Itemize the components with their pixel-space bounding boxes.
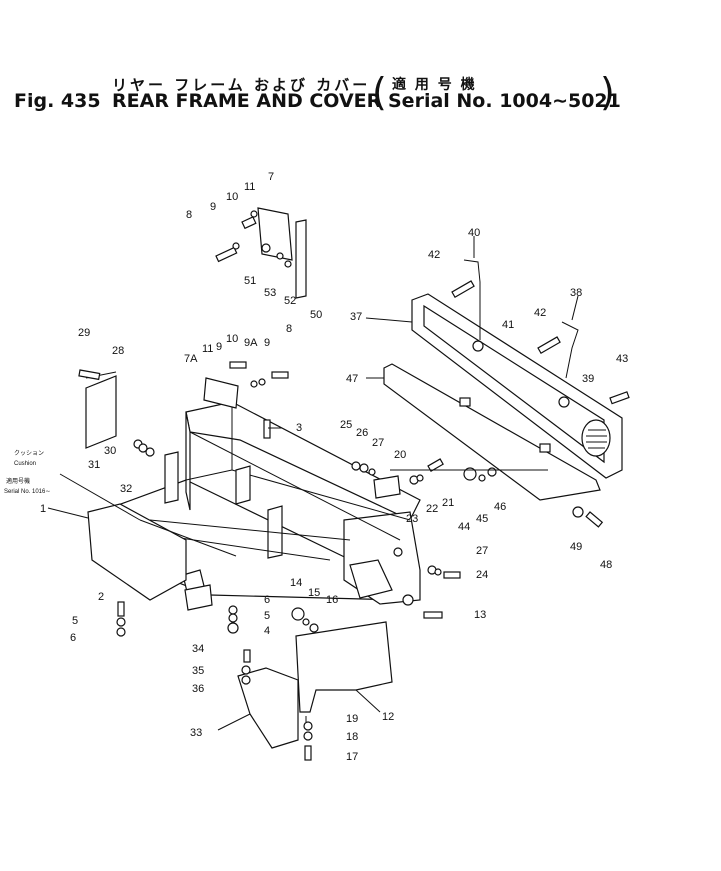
figure-number: Fig. 435 [14,90,101,112]
nut-39 [558,396,570,408]
callout-13: 13 [474,609,486,621]
bracket-7a [203,377,239,409]
latch-40 [463,259,481,340]
close-parenthesis: ) [600,70,615,114]
callouts: 1 2 3 4 5 6 6 7 7A 8 8 9 9 9 9A 10 10 11… [40,171,628,763]
bolt-43 [609,391,630,405]
callout-51: 51 [244,275,256,287]
pin-42 [451,280,475,299]
callout-6b: 6 [70,632,76,644]
callout-49: 49 [570,541,582,553]
callout-18: 18 [346,731,358,743]
callout-39: 39 [582,373,594,385]
callout-44: 44 [458,521,470,533]
callout-3: 3 [296,422,302,434]
callout-5b: 5 [72,615,78,627]
callout-4: 4 [264,625,270,637]
callout-12: 12 [382,711,394,723]
callout-31: 31 [88,459,100,471]
figure-title: REAR FRAME AND COVER [112,90,382,112]
callout-37: 37 [350,311,362,323]
callout-9a: 9A [244,337,258,349]
callout-11: 11 [244,181,255,193]
callout-32: 32 [120,483,132,495]
leader-lines [47,236,579,731]
callout-14: 14 [290,577,302,589]
serial-range: Serial No. 1004∼5021 [388,90,621,112]
callout-27: 27 [372,437,384,449]
cushion-note-jp: クッション [14,450,44,457]
callout-16: 16 [326,594,338,606]
callout-8: 8 [186,209,192,221]
bolt-3 [263,419,271,439]
callout-1: 1 [40,503,46,515]
pin-42b [537,336,561,355]
callout-10b: 10 [226,333,238,345]
callout-10: 10 [226,191,238,203]
callout-48: 48 [600,559,612,571]
callout-45: 45 [476,513,488,525]
bracket-20 [373,475,401,499]
callout-25: 25 [340,419,352,431]
callout-6: 6 [264,594,270,606]
bolt-2 [117,601,125,617]
callout-21: 21 [442,497,454,509]
side-cover [295,621,393,713]
callout-9: 9 [210,201,216,213]
callout-9c: 9 [264,337,270,349]
callout-40: 40 [468,227,480,239]
callout-17: 17 [346,751,358,763]
callout-22: 22 [426,503,438,515]
cushion-note-en: Cushion [14,461,36,467]
cushion [85,375,117,449]
callout-36: 36 [192,683,204,695]
callout-20: 20 [394,449,406,461]
cushion-note-jp-serial: 適用号機 [6,477,30,485]
grille [581,419,611,457]
plate-50 [295,219,307,299]
callout-41: 41 [502,319,514,331]
hardware [78,210,604,761]
callout-7a: 7A [184,353,198,365]
callout-52: 52 [284,295,296,307]
callout-38: 38 [570,287,582,299]
callout-26: 26 [356,427,368,439]
latch-38 [561,321,579,379]
rear-plate [383,363,601,501]
callout-9b: 9 [216,341,222,353]
callout-24: 24 [476,569,488,581]
japanese-title: リヤー フレーム および カバー [112,76,371,94]
japanese-serial-label: 適 用 号 機 [392,77,477,93]
callout-7: 7 [268,171,274,183]
callout-30: 30 [104,445,116,457]
callout-27b: 27 [476,545,488,557]
callout-33: 33 [190,727,202,739]
callout-53: 53 [264,287,276,299]
callout-8b: 8 [286,323,292,335]
open-parenthesis: ( [372,70,387,114]
callout-46: 46 [494,501,506,513]
callout-43: 43 [616,353,628,365]
callout-29: 29 [78,327,90,339]
callout-42b: 42 [534,307,546,319]
callout-42: 42 [428,249,440,261]
callout-50: 50 [310,309,322,321]
callout-47: 47 [346,373,358,385]
callout-23: 23 [406,513,418,525]
nut-41 [472,340,484,352]
callout-2: 2 [98,591,104,603]
callout-34: 34 [192,643,204,655]
callout-28: 28 [112,345,124,357]
bracket-7 [257,207,293,261]
callout-19: 19 [346,713,358,725]
cushion-note-serial: Serial No. 1016∼ [4,489,50,495]
callout-15: 15 [308,587,320,599]
callout-35: 35 [192,665,204,677]
callout-5: 5 [264,610,270,622]
callout-11b: 11 [202,343,213,355]
